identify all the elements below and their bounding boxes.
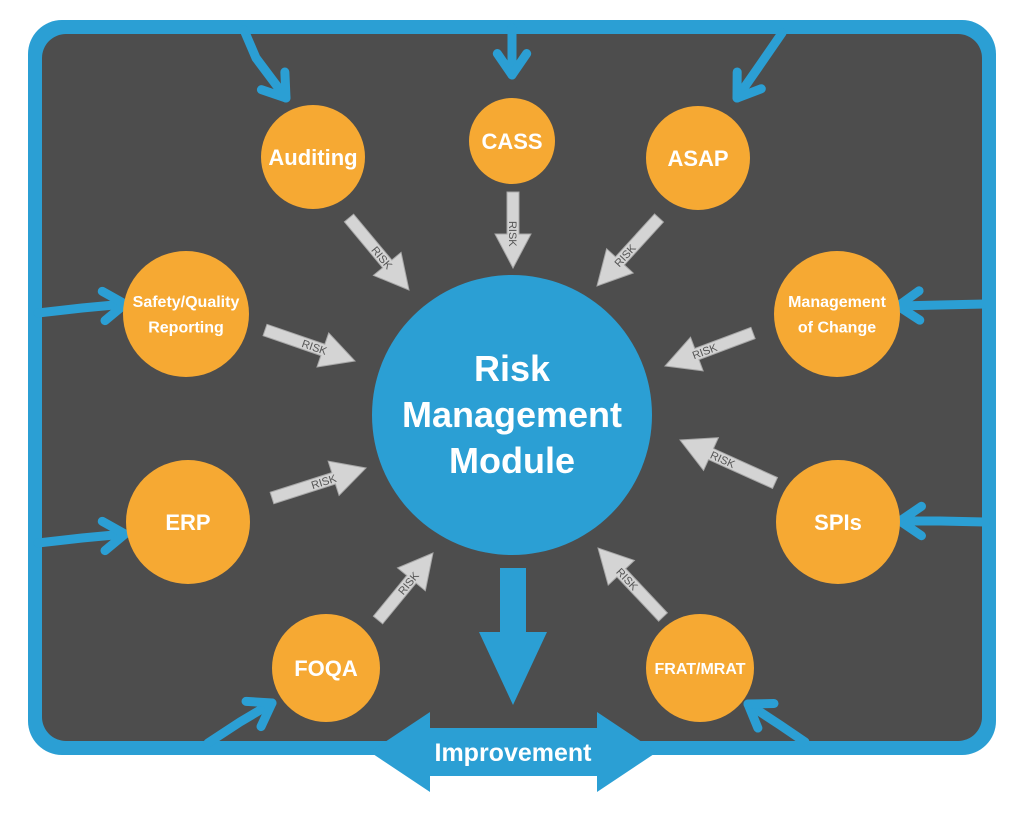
input-arrow-head	[97, 516, 130, 556]
node-circle	[774, 251, 900, 377]
node-label: Safety/Quality	[133, 294, 240, 311]
node-circle	[646, 614, 754, 722]
improvement-banner: Improvement	[370, 712, 657, 792]
input-arrow-head	[732, 67, 766, 103]
node-label: ERP	[165, 510, 210, 535]
center-circle	[372, 275, 652, 555]
input-arrow-line	[743, 699, 810, 747]
node-circle	[646, 106, 750, 210]
input-arrow-head	[256, 67, 291, 103]
node-label: FOQA	[294, 656, 358, 681]
input-arrow-line	[203, 698, 277, 748]
node-circle	[123, 251, 249, 377]
input-arrow-line	[895, 516, 990, 527]
node-label: ASAP	[667, 146, 728, 171]
node-asap: ASAP	[646, 106, 750, 210]
node-circle	[126, 460, 250, 584]
node-circle	[776, 460, 900, 584]
node-label: Reporting	[148, 320, 224, 337]
improvement-down-arrow	[479, 568, 547, 705]
input-arrow-head	[492, 49, 532, 80]
node-label: SPIs	[814, 510, 862, 535]
input-arrow-head	[895, 501, 926, 541]
input-arrow-line	[33, 529, 130, 548]
improvement-double-arrow	[370, 712, 657, 792]
node-erp: ERP	[126, 460, 250, 584]
source-nodes: AuditingCASSASAPSafety/QualityReportingM…	[123, 98, 900, 722]
node-label: CASS	[481, 129, 542, 154]
node-cass: CASS	[469, 98, 555, 184]
node-spis: SPIs	[776, 460, 900, 584]
node-circle	[272, 614, 380, 722]
input-arrow-line	[33, 299, 130, 318]
center-label-line: Risk	[474, 348, 551, 389]
risk-arrow-label: RISK	[506, 221, 518, 247]
node-label: Management	[788, 294, 886, 311]
center-label-line: Module	[449, 440, 575, 481]
input-arrow-line	[239, 25, 291, 103]
node-label: FRAT/MRAT	[655, 661, 746, 678]
node-circle	[261, 105, 365, 209]
node-frat-mrat: FRAT/MRAT	[646, 614, 754, 722]
node-management-of-change: Management of Change	[774, 251, 900, 377]
input-arrows	[33, 23, 990, 748]
risk-arrow: RISK	[494, 191, 532, 270]
improvement-label: Improvement	[435, 739, 593, 767]
node-circle	[469, 98, 555, 184]
input-arrow-line	[732, 28, 787, 103]
input-arrow-line	[893, 299, 990, 311]
node-foqa: FOQA	[272, 614, 380, 722]
input-arrow-head	[743, 699, 779, 733]
node-auditing: Auditing	[261, 105, 365, 209]
input-arrow-head	[241, 696, 277, 732]
center-label-line: Management	[402, 394, 622, 435]
node-label: of Change	[798, 320, 876, 337]
node-label: Auditing	[268, 145, 357, 170]
